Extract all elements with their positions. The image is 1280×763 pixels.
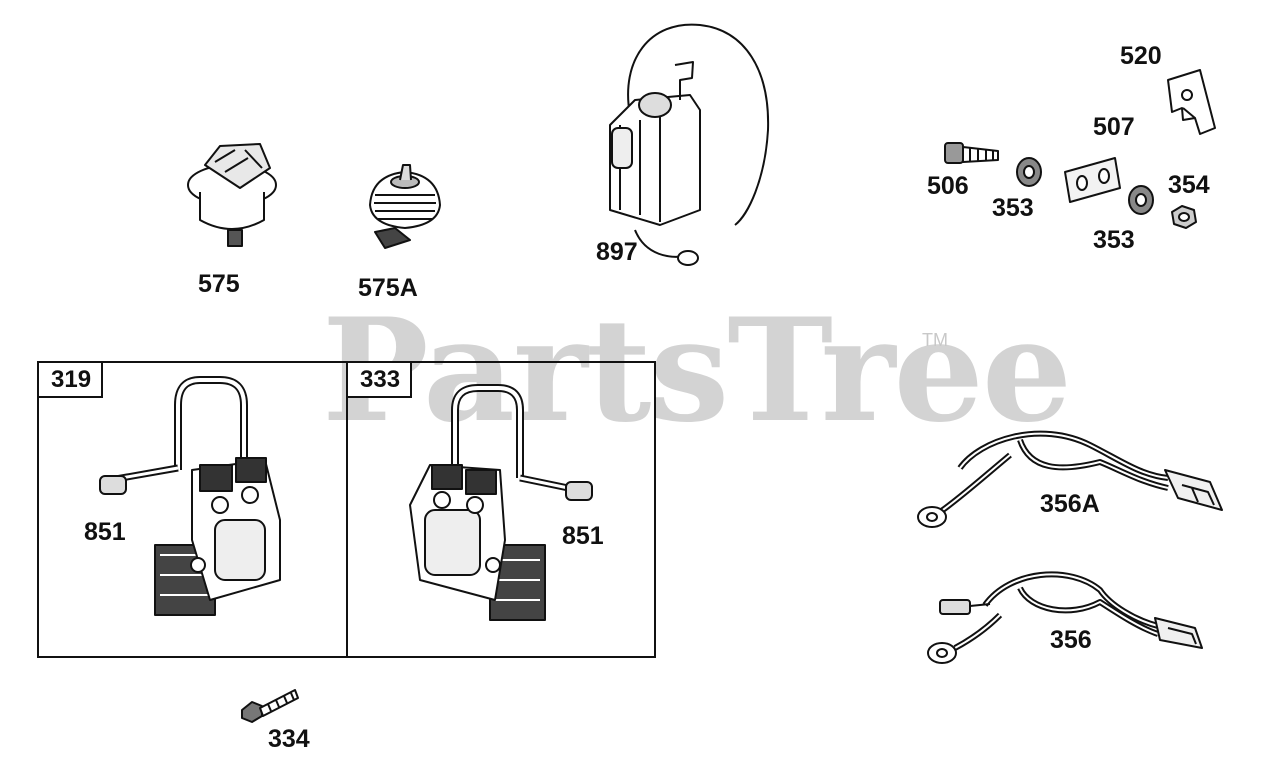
box-333-tag: 333 [348, 363, 413, 398]
label-353-a[interactable]: 353 [992, 194, 1034, 222]
label-506[interactable]: 506 [927, 172, 969, 200]
part-356a-wire-harness[interactable] [917, 430, 1223, 528]
part-575-rocker-switch[interactable] [187, 143, 277, 247]
part-334-screw[interactable] [241, 689, 299, 723]
label-520[interactable]: 520 [1120, 42, 1162, 70]
box-319 [37, 361, 348, 658]
label-575[interactable]: 575 [198, 270, 240, 298]
label-356a[interactable]: 356A [1040, 490, 1100, 518]
box-319-tag: 319 [39, 363, 104, 398]
part-897-ignition-switch[interactable] [609, 23, 770, 266]
label-851-b[interactable]: 851 [562, 522, 604, 550]
box-333 [346, 361, 656, 658]
part-520-bracket[interactable] [1167, 69, 1216, 135]
watermark-text: PartsTree [322, 288, 1072, 454]
part-356-wire-harness[interactable] [927, 571, 1203, 664]
label-897[interactable]: 897 [596, 238, 638, 266]
label-334[interactable]: 334 [268, 725, 310, 753]
trademark-mark: TM [922, 330, 948, 350]
label-851-a[interactable]: 851 [84, 518, 126, 546]
label-507[interactable]: 507 [1093, 113, 1135, 141]
part-353-lock-washer-a[interactable] [1016, 157, 1042, 187]
part-507-plate[interactable] [1064, 157, 1121, 203]
part-319-armature-assembly[interactable] [99, 376, 281, 616]
label-356[interactable]: 356 [1050, 626, 1092, 654]
label-354[interactable]: 354 [1168, 171, 1210, 199]
label-353-b[interactable]: 353 [1093, 226, 1135, 254]
part-506-bolt[interactable] [944, 142, 999, 164]
part-354-nut[interactable] [1171, 205, 1197, 229]
label-575a[interactable]: 575A [358, 274, 418, 302]
part-333-armature-assembly[interactable] [409, 384, 593, 621]
part-575a-toggle-switch[interactable] [369, 164, 441, 249]
part-353-lock-washer-b[interactable] [1128, 185, 1154, 215]
